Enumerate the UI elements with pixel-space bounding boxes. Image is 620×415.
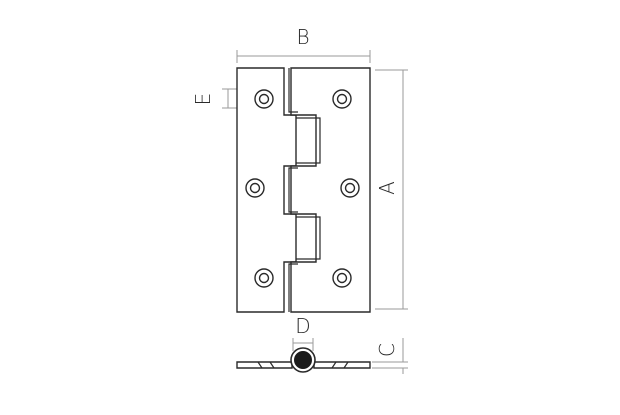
screw-hole-right-bottom <box>332 268 352 288</box>
left-leaf <box>236 67 297 313</box>
side-pin <box>294 351 312 369</box>
dimension-a-label: A <box>375 181 399 195</box>
screw-hole-right-top <box>332 89 352 109</box>
side-left-leaf <box>236 361 293 369</box>
side-left-chamfer <box>257 361 275 369</box>
side-right-leaf <box>313 361 371 369</box>
dimension-e-label: E <box>191 93 215 106</box>
screw-hole-left-bottom <box>254 268 274 288</box>
left-leaf-knuckle-edge <box>288 68 298 312</box>
screw-hole-left-top <box>254 89 274 109</box>
right-leaf-knuckle-edge <box>296 117 321 260</box>
right-leaf <box>290 67 371 313</box>
dimension-d-label: D <box>295 314 310 338</box>
dimension-c-label: C <box>375 343 399 357</box>
dimension-a: A <box>375 69 408 310</box>
dimension-d: D <box>292 314 314 351</box>
dimension-c: C <box>372 338 408 374</box>
screw-hole-right-middle <box>340 178 360 198</box>
dimension-b-label: B <box>296 25 309 49</box>
hinge-side-view <box>236 347 371 373</box>
dimension-b: B <box>236 25 371 63</box>
hinge-front-view <box>236 67 371 313</box>
side-right-chamfer <box>331 361 349 369</box>
screw-hole-left-middle <box>245 178 265 198</box>
